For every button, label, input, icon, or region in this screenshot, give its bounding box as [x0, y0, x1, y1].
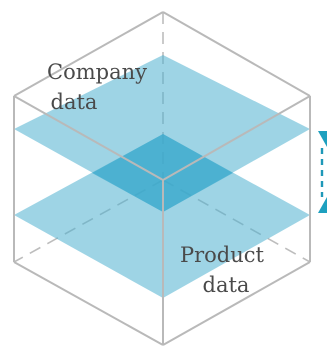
product-label-line1: Product: [180, 243, 265, 267]
product-label-line2: data: [203, 273, 250, 297]
cube-edge-front-top-right: [162, 95, 311, 181]
cube-edge-top-left: [13, 11, 164, 97]
company-data-plane: [14, 55, 310, 212]
connection-arrow: [318, 131, 327, 213]
company-label-line1: Company: [47, 60, 147, 84]
cube-edge-top-right: [162, 11, 311, 97]
cube-edge-bottom-left: [13, 261, 164, 346]
company-label-line2: data: [51, 90, 98, 114]
cube-outline: [13, 11, 311, 346]
arrow-head-bottom: [318, 197, 327, 213]
overlap-region: [92, 134, 233, 212]
cube-edge-bottom-right: [162, 261, 311, 346]
cube-edge-front-top-left: [13, 95, 164, 181]
arrow-head-top: [318, 131, 327, 147]
